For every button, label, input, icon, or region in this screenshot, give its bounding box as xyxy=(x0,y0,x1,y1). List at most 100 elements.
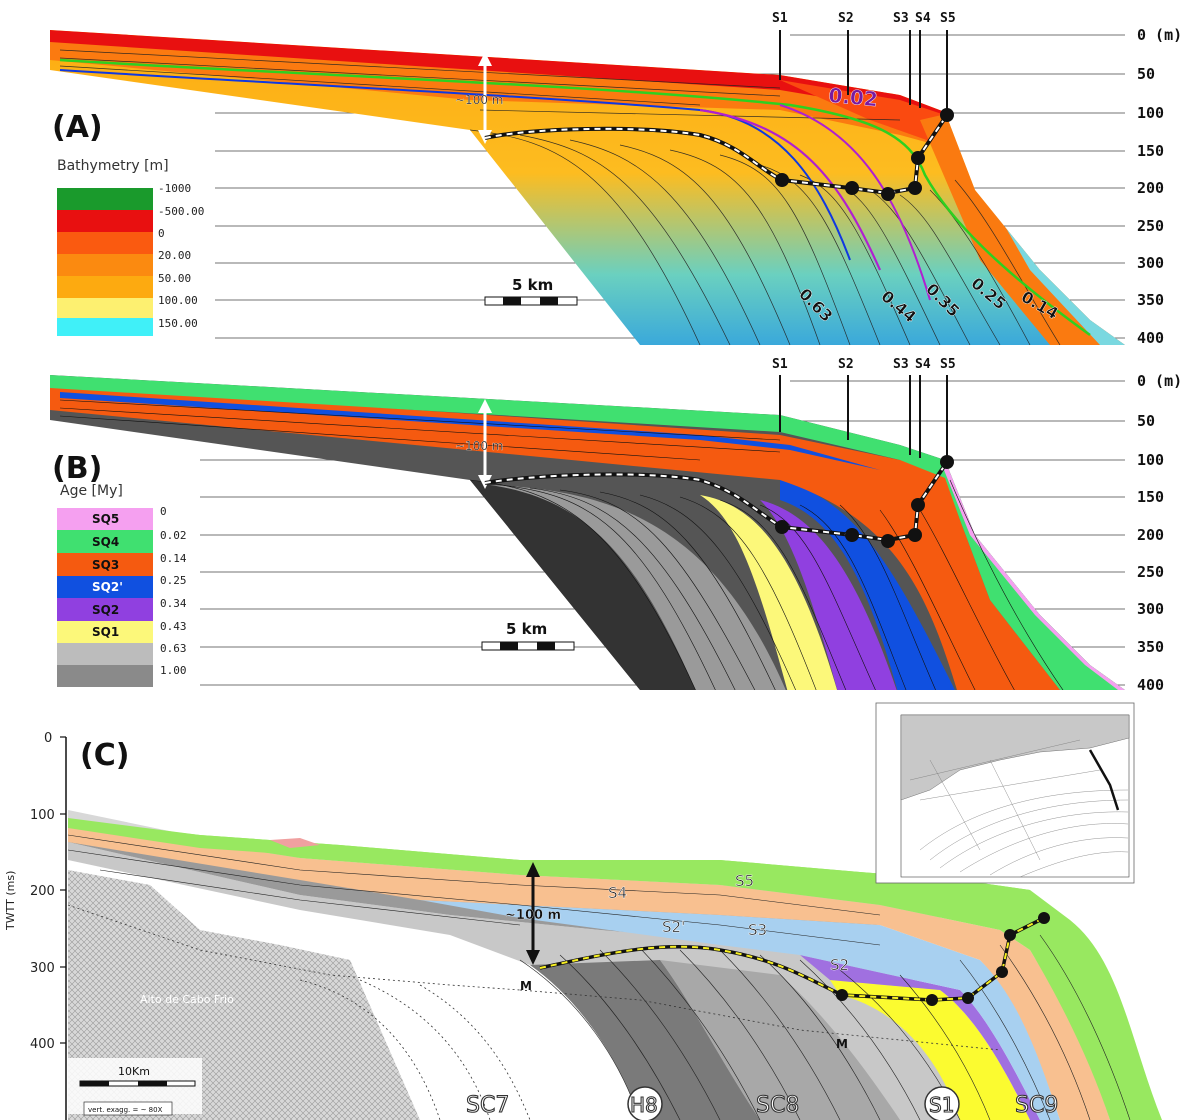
svg-text:1.00: 1.00 xyxy=(160,664,187,677)
svg-text:S4: S4 xyxy=(915,357,931,372)
svg-text:100: 100 xyxy=(1137,451,1164,469)
svg-text:SC9: SC9 xyxy=(1015,1093,1058,1118)
isochron-label: 0.02 xyxy=(828,83,879,111)
svg-text:0: 0 xyxy=(158,227,165,240)
svg-text:20.00: 20.00 xyxy=(158,249,191,262)
svg-text:0.02: 0.02 xyxy=(160,529,187,542)
panel-c-y-label: TWTT (ms) xyxy=(4,871,17,931)
panel-a-wells xyxy=(779,30,948,113)
panel-c-thickness-label: ~100 m xyxy=(505,908,561,923)
panel-a-depth-axis: 0 (m) 50 100 150 200 250 300 350 400 xyxy=(1137,26,1182,347)
panel-a-section xyxy=(50,30,1125,345)
svg-text:300: 300 xyxy=(30,961,55,976)
panel-b: (B) ~100 m Age [My] SQ5 SQ4 SQ3 SQ2' SQ2… xyxy=(50,375,1125,690)
svg-text:0.25: 0.25 xyxy=(160,574,187,587)
svg-text:50: 50 xyxy=(1137,412,1155,430)
panel-c: 0 100 200 300 400 TWTT (ms) xyxy=(4,702,1162,1120)
svg-text:350: 350 xyxy=(1137,291,1164,309)
svg-text:350: 350 xyxy=(1137,638,1164,656)
well-labels: S1 S2 S3 S4 S5 S1 S2 S3 S4 S5 xyxy=(772,11,956,372)
svg-text:200: 200 xyxy=(1137,179,1164,197)
panel-a: (A) ~100 m 0.02 0.63 0.44 0.35 0.25 0.14… xyxy=(50,30,1125,345)
svg-text:S3: S3 xyxy=(893,11,909,26)
svg-text:S4: S4 xyxy=(915,11,931,26)
svg-text:0: 0 xyxy=(44,731,52,746)
svg-text:200: 200 xyxy=(30,884,55,899)
svg-text:250: 250 xyxy=(1137,563,1164,581)
panel-c-surface-labels: S5 S4 S3 S2' S2 M M xyxy=(520,872,849,1051)
panel-b-legend: SQ5 SQ4 SQ3 SQ2' SQ2 SQ1 0 0.02 0.14 0.2… xyxy=(57,505,187,687)
svg-text:5 km: 5 km xyxy=(506,620,547,638)
panel-a-points xyxy=(775,108,954,201)
svg-text:200: 200 xyxy=(1137,526,1164,544)
svg-text:150: 150 xyxy=(1137,488,1164,506)
svg-text:S1: S1 xyxy=(929,1093,954,1117)
svg-text:400: 400 xyxy=(1137,676,1164,694)
svg-text:S2: S2 xyxy=(838,11,854,26)
svg-text:SQ2': SQ2' xyxy=(92,580,123,594)
svg-text:50: 50 xyxy=(1137,65,1155,83)
svg-text:S2: S2 xyxy=(830,956,849,974)
svg-text:S5: S5 xyxy=(735,872,754,890)
svg-text:100: 100 xyxy=(1137,104,1164,122)
svg-text:0.34: 0.34 xyxy=(160,597,187,610)
svg-text:SQ3: SQ3 xyxy=(92,558,119,572)
svg-text:SQ1: SQ1 xyxy=(92,625,119,639)
svg-text:S1: S1 xyxy=(772,11,788,26)
panel-c-points xyxy=(836,912,1050,1006)
svg-text:300: 300 xyxy=(1137,254,1164,272)
panel-c-thickness-arrow xyxy=(526,862,540,965)
svg-text:M: M xyxy=(520,979,532,993)
panel-c-label: (C) xyxy=(80,738,129,773)
panel-b-thickness-label: ~100 m xyxy=(455,439,503,453)
svg-text:S5: S5 xyxy=(940,357,956,372)
alto-cabo-frio-label: Alto de Cabo Frio xyxy=(140,993,234,1006)
svg-text:100: 100 xyxy=(30,808,55,823)
svg-text:M: M xyxy=(836,1037,848,1051)
svg-text:50.00: 50.00 xyxy=(158,272,191,285)
svg-text:0 (m): 0 (m) xyxy=(1137,26,1182,44)
panel-c-scale-bar: 10Km vert. exagg. = ~ 80X xyxy=(68,1058,202,1116)
panel-a-legend-title: Bathymetry [m] xyxy=(57,158,169,174)
svg-text:SQ2: SQ2 xyxy=(92,603,119,617)
svg-text:S4: S4 xyxy=(608,884,627,902)
panel-b-depth-axis: 0 (m) 50 100 150 200 250 300 350 400 xyxy=(1137,372,1182,694)
svg-text:300: 300 xyxy=(1137,600,1164,618)
svg-text:SQ4: SQ4 xyxy=(92,535,119,549)
location-inset-map xyxy=(875,702,1135,884)
svg-text:-1000: -1000 xyxy=(158,182,191,195)
svg-text:-500.00: -500.00 xyxy=(158,205,204,218)
panel-a-label: (A) xyxy=(52,110,103,145)
svg-text:S2': S2' xyxy=(662,918,685,936)
svg-text:400: 400 xyxy=(1137,329,1164,347)
svg-text:SC8: SC8 xyxy=(756,1093,799,1118)
panel-b-legend-title: Age [My] xyxy=(60,483,123,499)
svg-text:150.00: 150.00 xyxy=(158,317,198,330)
svg-text:100.00: 100.00 xyxy=(158,294,198,307)
panel-b-wells xyxy=(779,375,948,462)
svg-text:0.14: 0.14 xyxy=(160,552,187,565)
svg-text:400: 400 xyxy=(30,1037,55,1052)
svg-text:0.63: 0.63 xyxy=(160,642,187,655)
panel-b-points xyxy=(775,455,954,548)
svg-text:0.43: 0.43 xyxy=(160,620,187,633)
svg-text:S3: S3 xyxy=(748,921,767,939)
panel-a-thickness-label: ~100 m xyxy=(455,93,503,107)
panel-a-legend: -1000 -500.00 0 20.00 50.00 100.00 150.0… xyxy=(57,182,204,336)
svg-text:vert. exagg. = ~ 80X: vert. exagg. = ~ 80X xyxy=(88,1106,163,1114)
svg-text:S2: S2 xyxy=(838,357,854,372)
svg-text:5 km: 5 km xyxy=(512,276,553,294)
panel-b-scale-bar: 5 km xyxy=(481,620,575,651)
svg-text:S3: S3 xyxy=(893,357,909,372)
svg-text:10Km: 10Km xyxy=(118,1065,150,1078)
panel-b-label: (B) xyxy=(52,451,102,486)
svg-text:SQ5: SQ5 xyxy=(92,512,119,526)
svg-text:S1: S1 xyxy=(772,357,788,372)
svg-text:0: 0 xyxy=(160,505,167,518)
svg-text:250: 250 xyxy=(1137,217,1164,235)
svg-text:S5: S5 xyxy=(940,11,956,26)
svg-text:H8: H8 xyxy=(630,1093,658,1117)
panel-c-section xyxy=(67,810,1162,1120)
panel-c-unit-labels: SC7 H8 SC8 S1 SC9 xyxy=(465,1086,1059,1120)
